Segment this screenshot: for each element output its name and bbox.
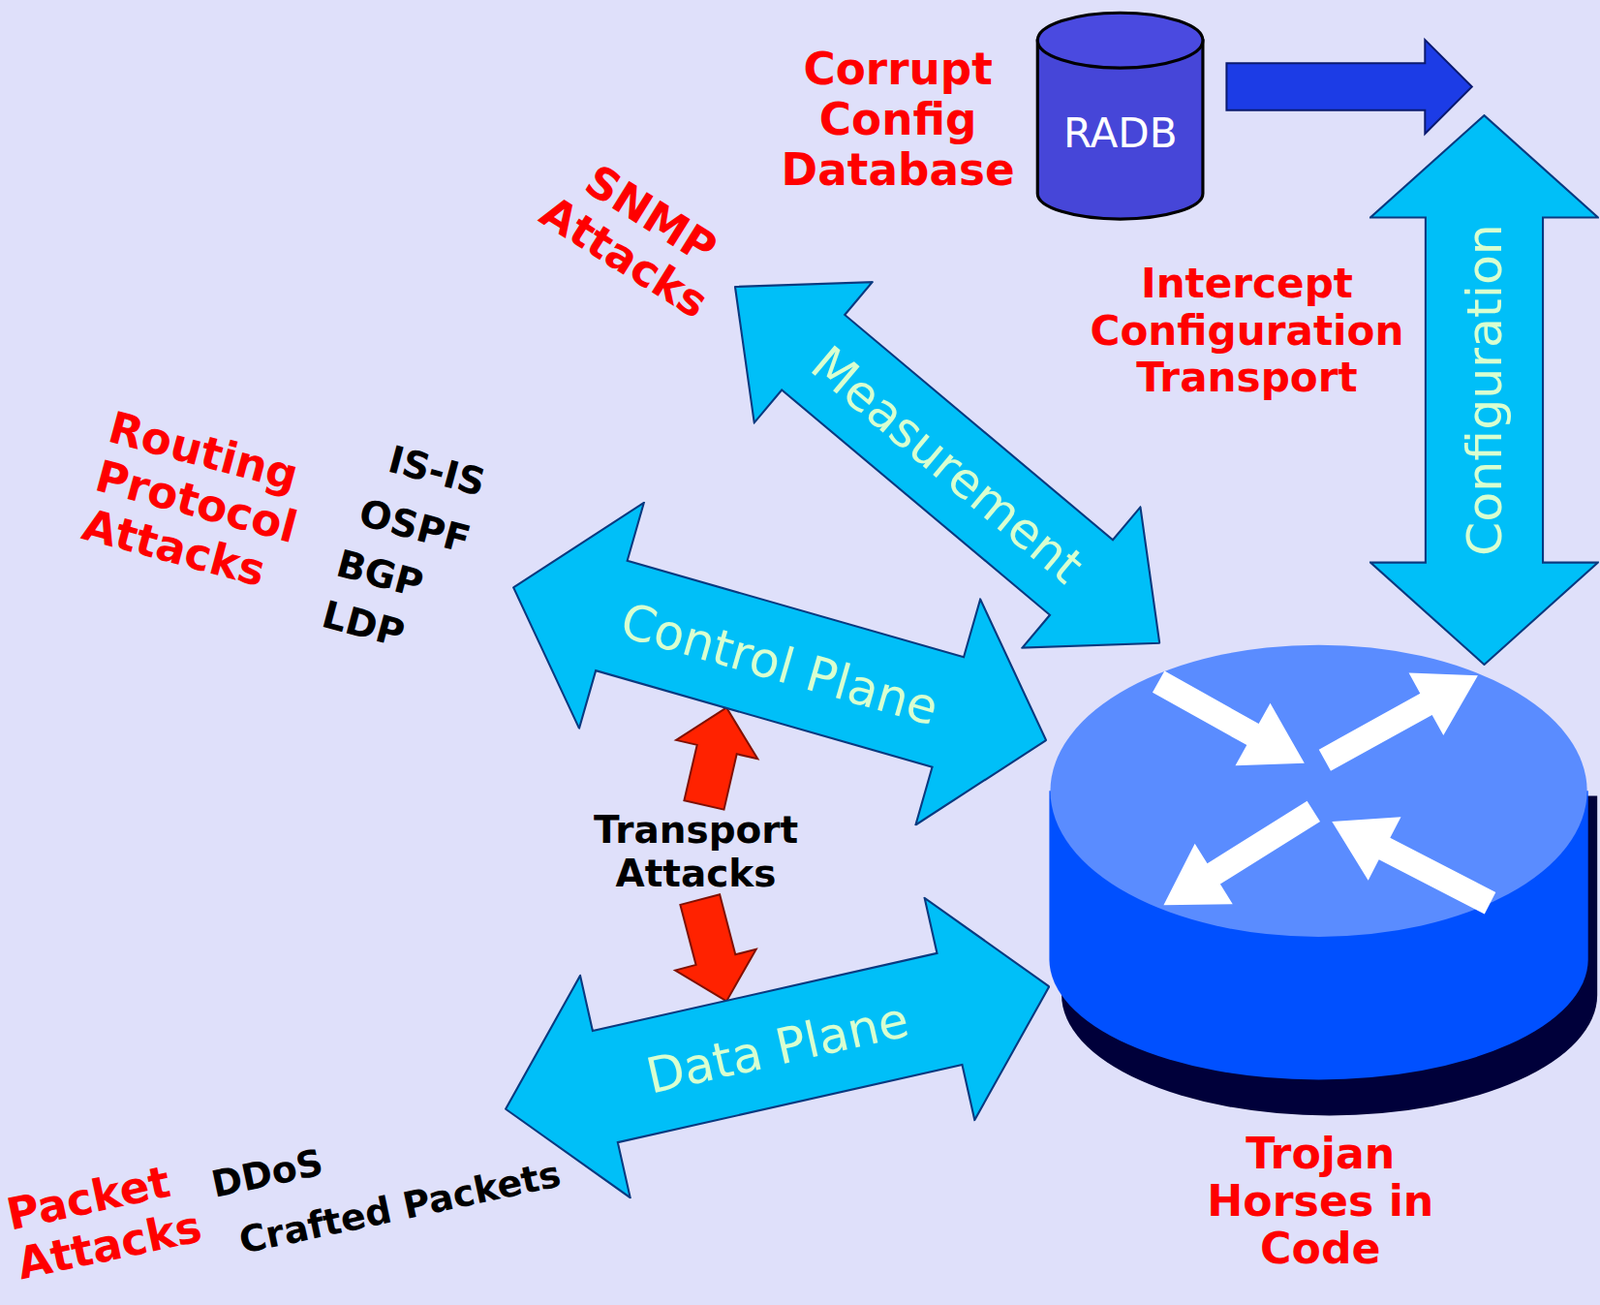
cylinder-top [1037, 13, 1203, 69]
database-cylinder: RADB [1032, 7, 1208, 224]
attack-label: Packet Attacks [2, 1144, 239, 1290]
data-plane-arrow: Data Plane [479, 874, 1076, 1222]
router-caption: Trojan Horses in Code [1198, 1130, 1444, 1272]
router-top [1049, 645, 1587, 937]
transport-arrow [676, 707, 758, 810]
attack-type: DDoS [208, 1140, 328, 1206]
configuration-arrow: Configuration [1369, 114, 1600, 666]
router-arrow [1152, 671, 1305, 767]
fat-arrow [1370, 115, 1599, 665]
attack-label: Intercept Configuration Transport [1058, 261, 1437, 402]
router-shape [1041, 632, 1600, 1133]
arrow-label: Measurement [800, 334, 1095, 594]
router-arrow [1163, 800, 1321, 906]
arrow-label: Configuration [1455, 223, 1513, 556]
protocol-name: IS-IS [383, 437, 490, 506]
attack-label: Routing Protocol Attacks [76, 401, 363, 615]
protocol-name: LDP [317, 592, 409, 656]
router-arrow [1331, 816, 1496, 914]
attack-label: Corrupt Config Database [760, 44, 1036, 196]
router: Trojan Horses in Code [1041, 632, 1600, 1305]
database-label: RADB [1032, 108, 1208, 156]
attack-label: SNMP Attacks [516, 134, 761, 339]
transport-attack-label: Transport Attacks [573, 808, 819, 896]
connector [1226, 39, 1472, 134]
config-feed-arrow [1226, 39, 1472, 134]
transport-arrow [675, 893, 757, 1001]
fat-arrow [481, 473, 1079, 853]
router-arrow [1318, 673, 1477, 771]
fat-arrow [480, 875, 1075, 1221]
